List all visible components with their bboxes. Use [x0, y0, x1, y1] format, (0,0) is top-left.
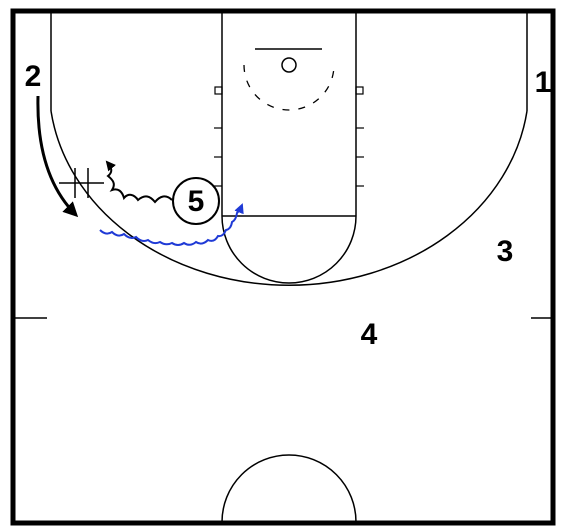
player-5-label: 5	[188, 185, 205, 218]
free-throw-circle	[221, 215, 357, 284]
rim	[281, 57, 297, 73]
three-point-line	[50, 12, 528, 286]
court-boundary	[10, 8, 556, 526]
cut-arrow-player-2	[36, 95, 79, 218]
player-5-circle	[172, 177, 220, 225]
restricted-area	[243, 64, 335, 111]
player-3-label: 3	[497, 235, 514, 268]
lane-hash-marks	[214, 86, 364, 187]
paint-lane	[221, 12, 357, 217]
player-4-label: 4	[361, 318, 378, 351]
dribble-path-blue	[99, 203, 244, 246]
player-2-label: 2	[25, 60, 42, 93]
player-1-label: 1	[535, 66, 552, 99]
screen-marker-icon	[59, 168, 104, 198]
center-circle	[221, 454, 357, 523]
dribble-path-black	[105, 160, 173, 204]
